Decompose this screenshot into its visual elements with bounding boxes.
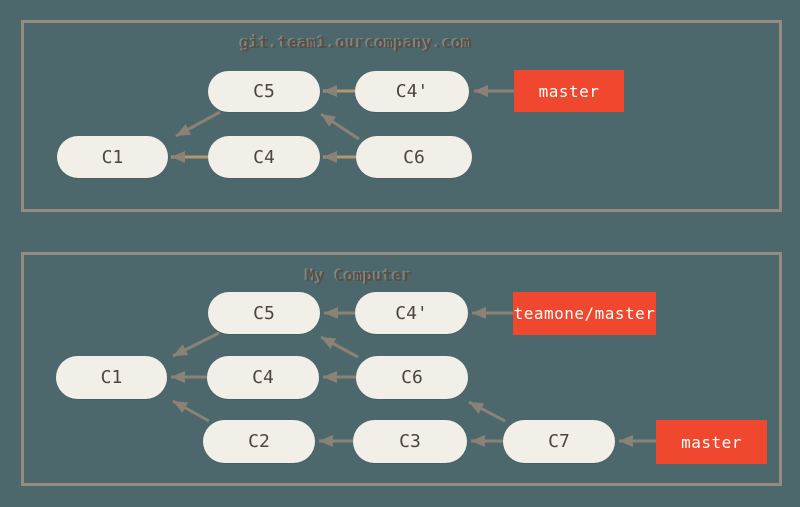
commit-label: C6	[401, 367, 423, 388]
branch-label-master-remote: master	[514, 70, 624, 112]
commit-label: C2	[248, 431, 270, 452]
commit-node-c4-local: C4	[207, 356, 319, 399]
arrow-c5-to-c1	[172, 331, 220, 358]
commit-node-c1-remote: C1	[57, 136, 168, 178]
commit-node-c1-local: C1	[56, 356, 167, 399]
arrow-c2-to-c1	[172, 399, 210, 423]
commit-node-c4prime-remote: C4'	[355, 71, 469, 112]
local-box-title: My Computer	[306, 266, 412, 285]
commit-node-c7-local: C7	[503, 420, 615, 463]
commit-node-c5-remote: C5	[208, 71, 320, 112]
branch-label-text: teamone/master	[513, 304, 656, 323]
branch-label-text: master	[681, 432, 742, 452]
branch-label-text: master	[538, 81, 600, 101]
branch-label-teamone-master: teamone/master	[513, 292, 656, 335]
local-repo-box: My Computer C5 C4' C1 C4 C6 C2 C3 C7 tea…	[21, 252, 782, 486]
commit-node-c6-remote: C6	[356, 136, 472, 178]
commit-node-c2-local: C2	[203, 420, 315, 463]
commit-label: C5	[253, 302, 275, 324]
arrow-c6-to-c5	[320, 112, 360, 141]
commit-label: C4'	[395, 302, 428, 324]
commit-node-c4-remote: C4	[208, 136, 320, 178]
commit-label: C5	[253, 81, 275, 102]
remote-box-title: git.team1.ourcompany.com	[240, 33, 472, 52]
commit-node-c3-local: C3	[353, 420, 467, 463]
branch-label-master-local: master	[656, 420, 767, 464]
commit-label: C4'	[395, 81, 429, 102]
commit-label: C4	[253, 146, 275, 168]
commit-node-c4prime-local: C4'	[355, 292, 468, 334]
arrow-c5-to-c1	[175, 110, 221, 138]
remote-repo-box: git.team1.ourcompany.com C5 C4' C1 C4 C6…	[21, 20, 782, 212]
commit-label: C4	[252, 367, 274, 388]
commit-label: C3	[399, 431, 421, 452]
commit-node-c6-local: C6	[356, 356, 468, 399]
commit-node-c5-local: C5	[208, 292, 320, 334]
commit-label: C1	[101, 146, 124, 168]
commit-label: C1	[100, 367, 123, 388]
commit-label: C7	[548, 431, 570, 452]
commit-label: C6	[403, 146, 425, 168]
arrow-c7-to-c6	[468, 400, 506, 423]
arrow-c6-to-c5	[320, 335, 359, 359]
